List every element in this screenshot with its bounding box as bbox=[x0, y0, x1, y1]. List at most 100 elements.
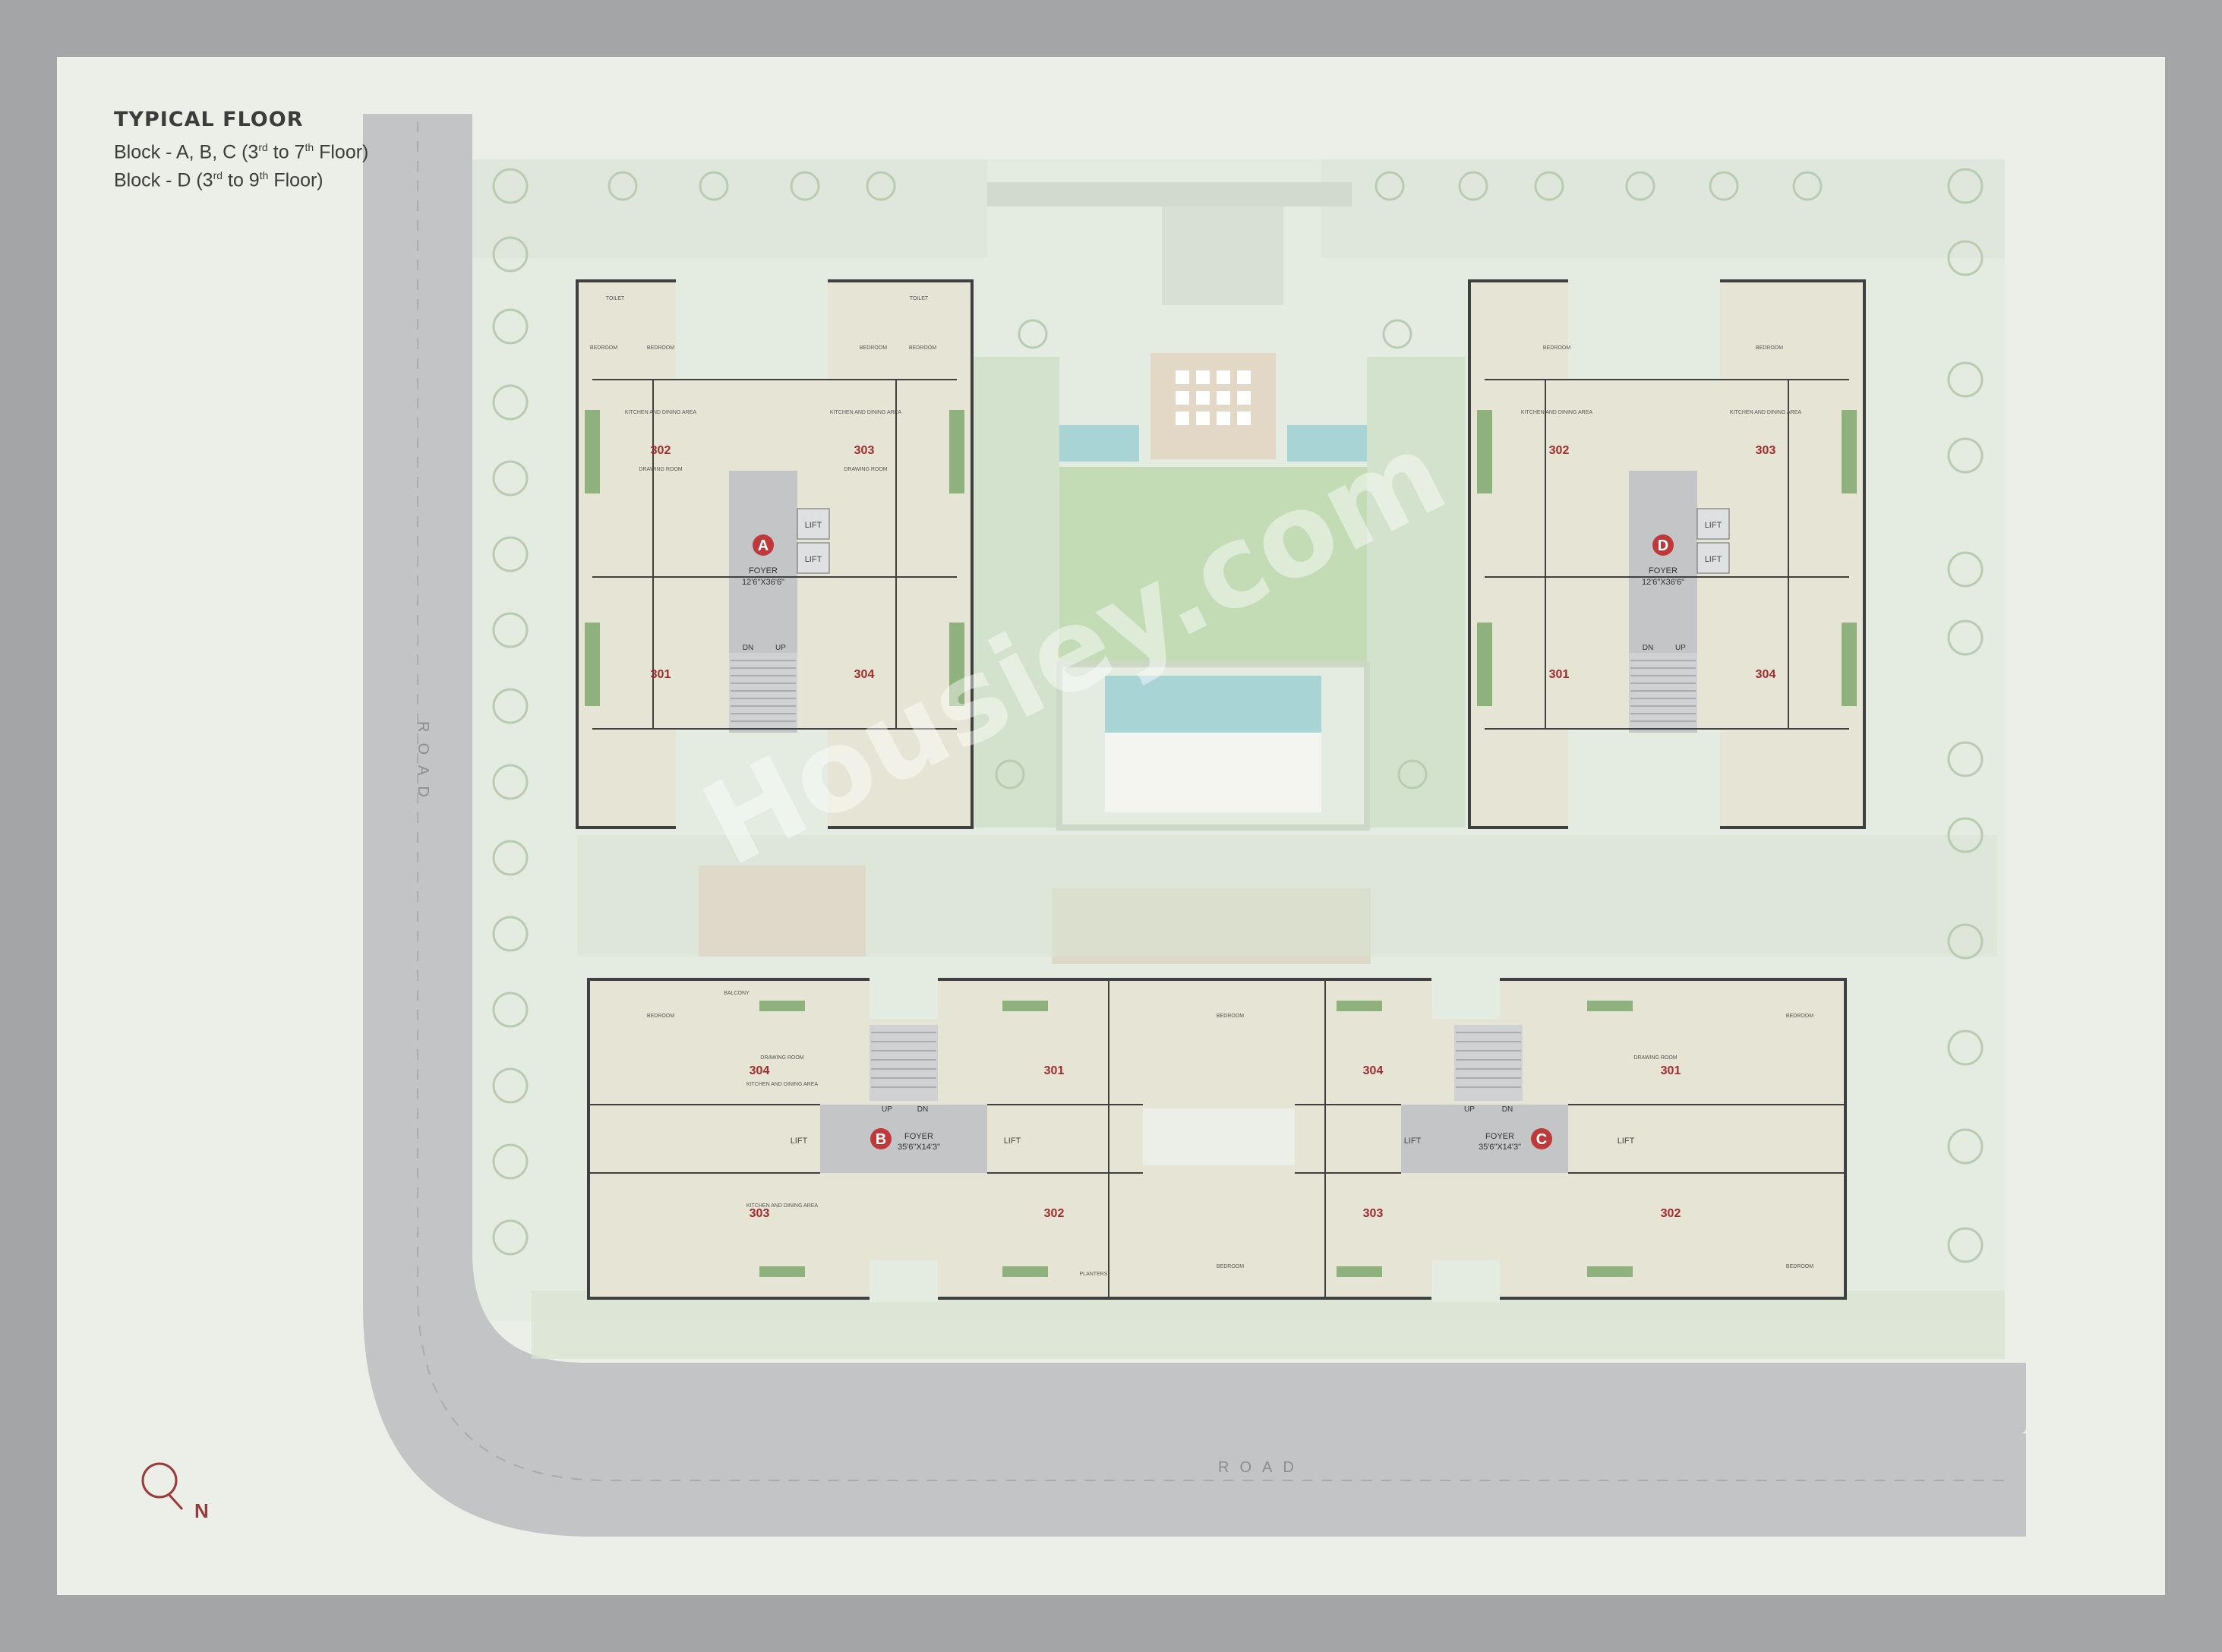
pool-left bbox=[1059, 425, 1139, 462]
block-d-marker bbox=[1652, 534, 1674, 556]
block-a-dn: DN bbox=[743, 644, 753, 652]
block-bc-gap-bottom-c bbox=[1431, 1260, 1500, 1302]
block-b-unit-301: 301 bbox=[1044, 1064, 1065, 1077]
swimming-pool bbox=[1105, 676, 1321, 733]
block-b-unit-302: 302 bbox=[1044, 1207, 1065, 1220]
room-label: BALCONY bbox=[724, 991, 750, 996]
room-label: BEDROOM bbox=[1217, 1264, 1244, 1269]
block-a-unit-303: 303 bbox=[854, 444, 875, 457]
block-d-unit-302: 302 bbox=[1549, 444, 1570, 457]
block-bc bbox=[587, 973, 1847, 1302]
block-a-lift-label-1: LIFT bbox=[805, 521, 822, 530]
garden-strip-left bbox=[577, 835, 1997, 957]
block-b-stair bbox=[870, 1025, 938, 1101]
room-label: TOILET bbox=[606, 296, 625, 301]
block-c-up: UP bbox=[1464, 1105, 1475, 1114]
north-arrow-icon bbox=[141, 1462, 184, 1511]
room-label: KITCHEN AND DINING AREA bbox=[746, 1203, 818, 1209]
block-a-stair-steps bbox=[731, 660, 796, 722]
pavilion bbox=[1150, 353, 1276, 459]
block-b-foyer-size: 35'6"X14'3" bbox=[898, 1143, 940, 1152]
room-label: DRAWING ROOM bbox=[844, 467, 887, 472]
room-label: BEDROOM bbox=[1217, 1014, 1244, 1019]
block-c-unit-303: 303 bbox=[1363, 1207, 1384, 1220]
block-b-up: UP bbox=[882, 1105, 892, 1114]
block-c-lift-right: LIFT bbox=[1618, 1137, 1635, 1146]
block-a-foyer-size: 12'6"X36'6" bbox=[742, 578, 784, 587]
block-d-unit-303: 303 bbox=[1756, 444, 1776, 457]
block-a-unit-301: 301 bbox=[651, 668, 671, 681]
page-title: TYPICAL FLOOR bbox=[114, 108, 304, 131]
block-b-lift-right: LIFT bbox=[1004, 1137, 1021, 1146]
block-d-notch-bottom bbox=[1568, 729, 1720, 831]
room-label: PLANTERS bbox=[1080, 1272, 1108, 1277]
room-label: KITCHEN AND DINING AREA bbox=[1521, 410, 1592, 415]
block-d bbox=[1468, 275, 1866, 831]
entry-plaza bbox=[1162, 199, 1283, 305]
block-bc-gap-top-b bbox=[870, 973, 938, 1019]
block-c-unit-302: 302 bbox=[1661, 1207, 1681, 1220]
block-d-unit-301: 301 bbox=[1549, 668, 1570, 681]
room-label: BEDROOM bbox=[590, 345, 617, 351]
pool-surround bbox=[1056, 661, 1370, 831]
lawn-right-strip bbox=[1367, 357, 1466, 828]
block-b-core bbox=[820, 1105, 987, 1173]
block-d-notch-top bbox=[1568, 275, 1720, 381]
pool-right bbox=[1287, 425, 1367, 462]
block-b-marker bbox=[870, 1128, 892, 1149]
room-label: DRAWING ROOM bbox=[760, 1055, 803, 1061]
garden-strip-bottom bbox=[532, 1291, 2005, 1359]
block-a-unit-302: 302 bbox=[651, 444, 671, 457]
room-label: BEDROOM bbox=[1786, 1264, 1813, 1269]
pool-deck bbox=[1105, 733, 1321, 812]
block-a-lift-1 bbox=[797, 508, 830, 540]
block-bc-mid-court bbox=[1143, 1108, 1295, 1165]
block-a-unit-304: 304 bbox=[854, 668, 875, 681]
block-c-foyer-size: 35'6"X14'3" bbox=[1479, 1143, 1521, 1152]
room-label: BEDROOM bbox=[1756, 345, 1783, 351]
block-d-stair-steps bbox=[1630, 660, 1696, 722]
block-c-unit-304: 304 bbox=[1363, 1064, 1384, 1077]
block-d-up: UP bbox=[1675, 644, 1686, 652]
block-a-marker bbox=[753, 534, 774, 556]
block-d-dn: DN bbox=[1643, 644, 1653, 652]
title-block: TYPICAL FLOOR Block - A, B, C (3rd to 7t… bbox=[114, 108, 368, 193]
room-label: BEDROOM bbox=[1543, 345, 1570, 351]
room-label: KITCHEN AND DINING AREA bbox=[830, 410, 901, 415]
block-b-unit-304: 304 bbox=[750, 1064, 770, 1077]
block-floors-line-1: Block - A, B, C (3rd to 7th Floor) bbox=[114, 141, 369, 163]
room-label: BEDROOM bbox=[1786, 1014, 1813, 1019]
pavilion-seats bbox=[1176, 370, 1251, 425]
block-c-dn: DN bbox=[1502, 1105, 1513, 1114]
block-c-unit-301: 301 bbox=[1661, 1064, 1681, 1077]
block-c-lift-left: LIFT bbox=[1404, 1137, 1422, 1146]
road-label-bottom: ROAD bbox=[1218, 1459, 1305, 1476]
block-b-dn: DN bbox=[917, 1105, 928, 1114]
trees bbox=[492, 168, 1984, 1263]
block-bc-gap-top-c bbox=[1431, 973, 1500, 1019]
room-label: BEDROOM bbox=[860, 345, 887, 351]
block-a-letter: A bbox=[758, 538, 769, 554]
block-a-foyer: FOYER bbox=[749, 566, 778, 575]
site-top-strip bbox=[471, 159, 987, 258]
north-label: N bbox=[194, 1499, 209, 1522]
block-c-foyer: FOYER bbox=[1485, 1132, 1514, 1141]
block-d-lift-1 bbox=[1696, 508, 1730, 540]
block-floors-line-2: Block - D (3rd to 9th Floor) bbox=[114, 169, 324, 191]
entry-bar bbox=[987, 182, 1352, 206]
block-d-unit-304: 304 bbox=[1756, 668, 1776, 681]
site-top-strip-right bbox=[1321, 159, 2005, 258]
lawn-left-strip bbox=[961, 357, 1059, 828]
room-label: BEDROOM bbox=[647, 1014, 674, 1019]
block-d-foyer-size: 12'6"X36'6" bbox=[1642, 578, 1684, 587]
block-a-lift-label-2: LIFT bbox=[805, 555, 822, 564]
room-label: BEDROOM bbox=[647, 345, 674, 351]
block-d-lift-label-1: LIFT bbox=[1705, 521, 1722, 530]
block-a-notch-bottom bbox=[676, 729, 828, 831]
block-c-stair bbox=[1454, 1025, 1523, 1101]
block-b-letter: B bbox=[876, 1131, 886, 1148]
room-label: DRAWING ROOM bbox=[639, 467, 682, 472]
block-d-letter: D bbox=[1658, 538, 1668, 554]
room-label: KITCHEN AND DINING AREA bbox=[746, 1082, 818, 1087]
